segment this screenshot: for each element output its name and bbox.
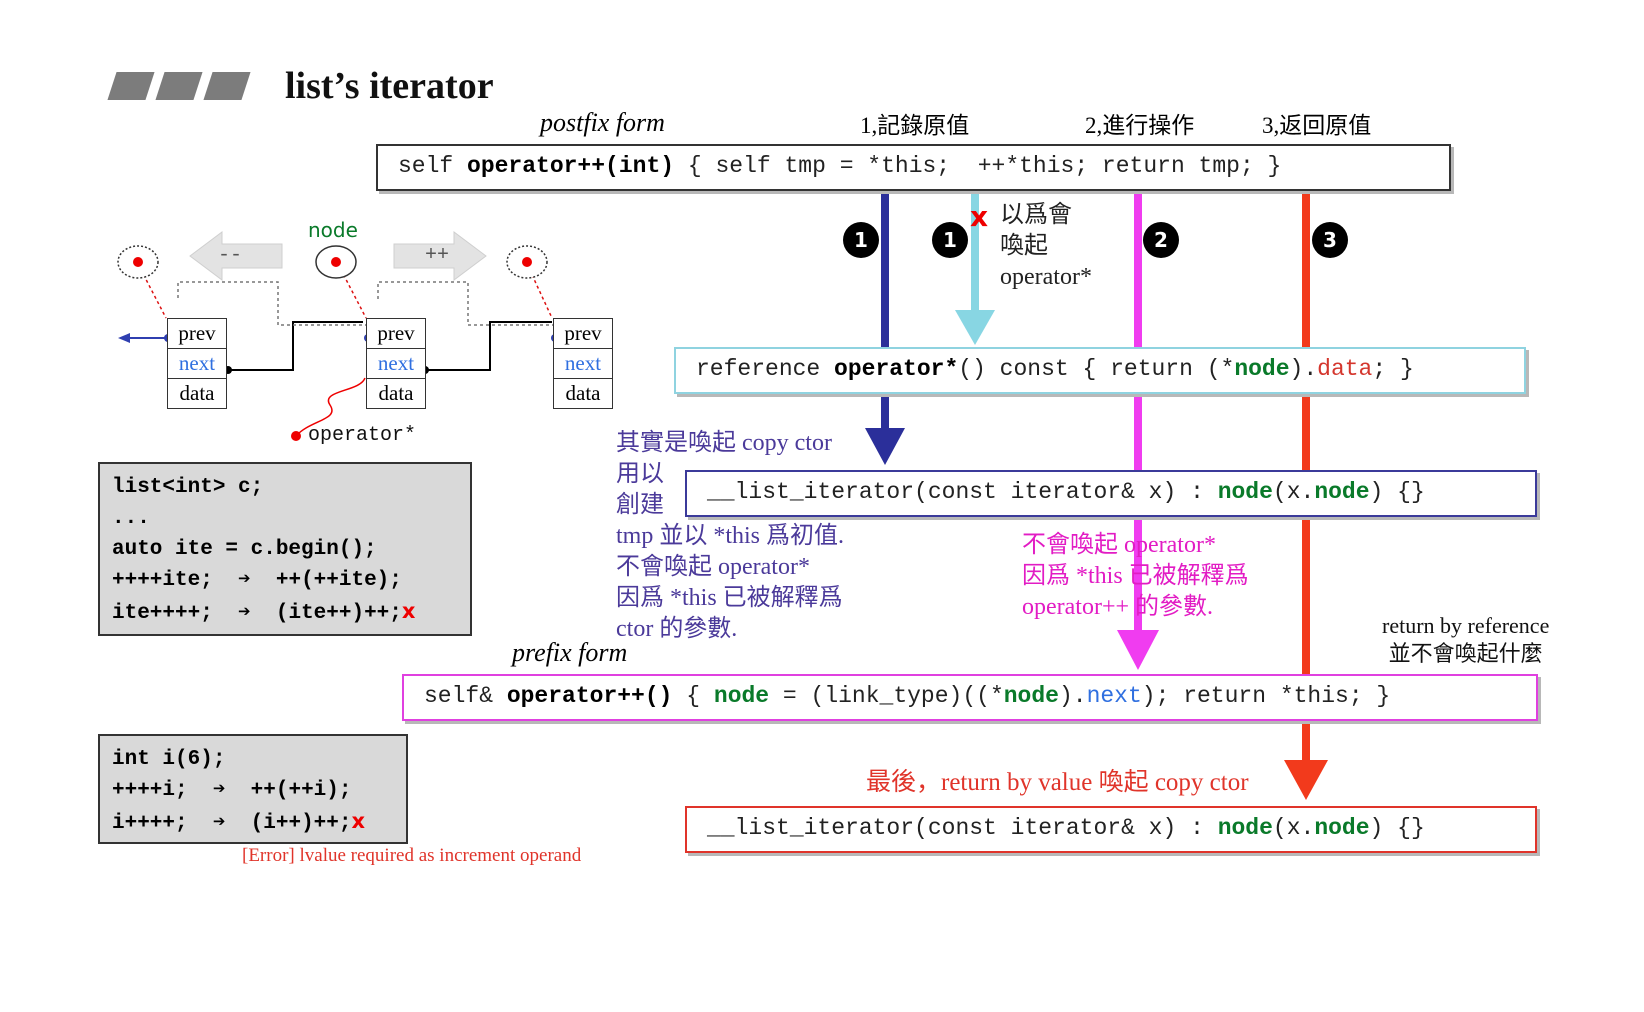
deref-data: data (1317, 356, 1373, 382)
decrement-arrow (189, 231, 283, 281)
x-mark: x (401, 599, 416, 623)
list-node-right: prev next data (553, 318, 613, 409)
increment-arrow (393, 231, 487, 281)
step-3-circle: 3 (1312, 222, 1348, 258)
list-links (228, 321, 552, 371)
prefix-dot: ). (1058, 683, 1087, 709)
code-line: ite++++; ➔ (ite++)++; (112, 602, 402, 625)
cloud-pointers (137, 263, 553, 319)
copy-ctor-note: 其實是喚起 copy ctor 用以 創建 tmp 並以 *this 爲初值. … (616, 430, 845, 642)
copy-ctor-node: node (1217, 479, 1273, 505)
step-2-circle: 2 (1143, 222, 1179, 258)
final-note: 最後，return by value 喚起 copy ctor (866, 769, 1249, 796)
code-line: ++++ite; ➔ ++(++ite); (112, 569, 402, 592)
node-prev: prev (377, 321, 415, 345)
step-1-mistaken-circle: 1 (932, 222, 968, 258)
step-3-arrowhead (1284, 760, 1328, 800)
copy-ctor2-node-2: node (1314, 815, 1370, 841)
prefix-node-2: node (1003, 683, 1059, 709)
deref-end: ; } (1372, 356, 1414, 382)
x-mark: x (351, 809, 366, 833)
prefix-cast: = (link_type)((* (769, 683, 1004, 709)
deref-squiggle (295, 377, 366, 437)
deref-code-box: reference operator*() const { return (*n… (674, 347, 1526, 394)
step-3-label: 3,返回原值 (1262, 113, 1372, 138)
step-2-arrowhead (1117, 630, 1159, 670)
copy-ctor2-mid: (x. (1272, 815, 1315, 841)
prefix-code-box: self& operator++() { node = (link_type)(… (402, 674, 1538, 721)
node-data: data (168, 378, 226, 408)
operator-plus-note: 不會喚起 operator* 因爲 *this 已被解釋爲 operator++… (1022, 532, 1249, 620)
copy-ctor-node-2: node (1314, 479, 1370, 505)
deref-node: node (1234, 356, 1290, 382)
step-2-label: 2,進行操作 (1085, 113, 1195, 138)
list-back-links (177, 281, 555, 326)
postfix-operator: operator++(int) (467, 153, 675, 179)
postfix-code-text: self (398, 153, 468, 179)
prefix-end: ); return *this; } (1141, 683, 1391, 709)
step-1-label: 1,記錄原值 (860, 113, 970, 138)
code-line: auto ite = c.begin(); (112, 538, 377, 561)
code-line: int i(6); (112, 748, 226, 771)
node-next: next (554, 348, 612, 378)
code-line: ++++i; ➔ ++(++i); (112, 779, 352, 802)
node-next: next (367, 348, 425, 378)
copy-ctor2-end: ) {} (1369, 815, 1425, 841)
mistaken-x-mark: x (970, 200, 989, 233)
prefix-open: { (672, 683, 714, 709)
deref-body: () const { return (* (958, 356, 1235, 382)
list-example-box: list<int> c;... auto ite = c.begin(); ++++… (98, 462, 472, 636)
node-next: next (168, 348, 226, 378)
code-line: ... (112, 507, 150, 530)
code-line: i++++; ➔ (i++)++; (112, 812, 352, 835)
decrement-label: -- (218, 244, 243, 267)
node-data: data (554, 378, 612, 408)
return-by-reference-note: return by reference 並不會喚起什麼 (1382, 613, 1550, 666)
prefix-next: next (1086, 683, 1142, 709)
code-line: list<int> c; (112, 476, 264, 499)
node-prev: prev (178, 321, 216, 345)
node-prev: prev (564, 321, 602, 345)
list-node-left: prev next data (167, 318, 227, 409)
int-example-box: int i(6); ++++i; ➔ ++(++i); i++++; ➔ (i++)… (98, 734, 408, 844)
mistaken-note: 以爲會 喚起 operator* (1000, 202, 1092, 290)
copy-ctor2-node: node (1217, 815, 1273, 841)
prefix-operator: operator++() (506, 683, 673, 709)
mistaken-arrowhead (955, 310, 995, 345)
increment-label: ++ (425, 244, 450, 267)
postfix-code-box: self operator++(int) { self tmp = *this;… (376, 144, 1451, 191)
node-data: data (367, 378, 425, 408)
prefix-type: self& (424, 683, 507, 709)
copy-ctor-sig: __list_iterator(const iterator& x) : (707, 479, 1218, 505)
copy-ctor-box-1: __list_iterator(const iterator& x) : nod… (685, 470, 1537, 517)
postfix-form-label: postfix form (540, 108, 665, 137)
deref-label: operator* (308, 424, 417, 447)
page-title: list’s iterator (285, 65, 494, 107)
step-1-circle: 1 (843, 222, 879, 258)
copy-ctor-box-2: __list_iterator(const iterator& x) : nod… (685, 806, 1537, 853)
prefix-form-label: prefix form (512, 638, 628, 667)
cloud-dots (133, 257, 532, 267)
deref-dot: ). (1289, 356, 1318, 382)
error-note: [Error] lvalue required as increment ope… (242, 845, 582, 866)
deref-type: reference (696, 356, 835, 382)
deref-operator: operator* (834, 356, 959, 382)
prefix-node: node (713, 683, 770, 709)
step-1-arrowhead (865, 428, 905, 465)
list-node-center: prev next data (366, 318, 426, 409)
node-label: node (308, 218, 358, 242)
copy-ctor-mid: (x. (1272, 479, 1315, 505)
copy-ctor-sig-2: __list_iterator(const iterator& x) : (707, 815, 1218, 841)
copy-ctor-end: ) {} (1369, 479, 1425, 505)
postfix-body: { self tmp = *this; ++*this; return tmp;… (674, 153, 1282, 179)
